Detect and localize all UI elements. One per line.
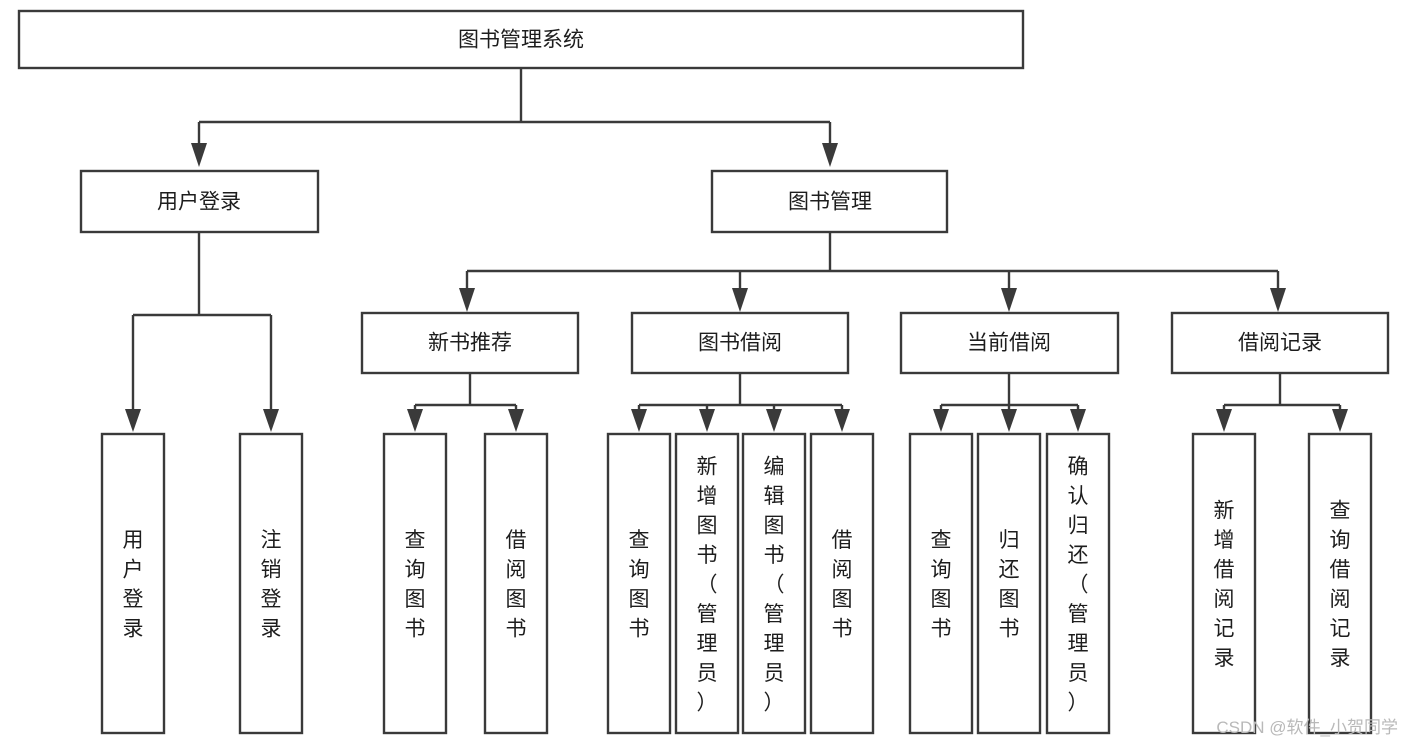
node-box[interactable]	[908, 432, 974, 735]
node-box[interactable]	[1170, 311, 1390, 375]
node-box[interactable]	[238, 432, 304, 735]
watermark: CSDN @软件_小贺同学	[1216, 718, 1398, 737]
node-book-borrow[interactable]: 图书借阅	[630, 311, 850, 375]
leaf-label: 确认归还（管理员）	[1068, 455, 1089, 714]
connector-currentborrow-to-leaves	[933, 373, 1086, 432]
leaf-label: 借阅图书	[832, 529, 853, 641]
arrow-head-icon	[191, 143, 207, 167]
node-label: 图书管理系统	[458, 29, 584, 52]
leaf-label: 新增图书（管理员）	[697, 455, 718, 714]
arrow-head-icon	[732, 288, 748, 312]
leaf-user-login-login[interactable]: 用户登录	[100, 432, 166, 735]
arrow-head-icon	[459, 288, 475, 312]
leaf-currentborrow-return-book[interactable]: 归还图书	[976, 432, 1042, 735]
node-box[interactable]	[630, 311, 850, 375]
node-box[interactable]	[674, 432, 740, 735]
node-label: 图书管理	[788, 191, 872, 214]
arrow-head-icon	[125, 409, 141, 432]
connector-bookmgmt-to-level3	[459, 232, 1286, 312]
node-box[interactable]	[483, 432, 549, 735]
arrow-head-icon	[822, 143, 838, 167]
leaf-label: 查询图书	[629, 529, 650, 641]
node-label: 新书推荐	[428, 332, 512, 355]
node-book-management[interactable]: 图书管理	[710, 169, 949, 234]
leaf-bookborrow-query-book[interactable]: 查询图书	[606, 432, 672, 735]
leaf-bookborrow-add-book[interactable]: 新增图书（管理员）	[674, 432, 740, 735]
node-new-book-recommend[interactable]: 新书推荐	[360, 311, 580, 375]
node-box[interactable]	[79, 169, 320, 234]
node-box[interactable]	[100, 432, 166, 735]
leaf-label: 查询图书	[931, 529, 952, 641]
node-root-system[interactable]: 图书管理系统	[17, 9, 1025, 70]
node-box[interactable]	[1191, 432, 1257, 735]
leaf-label: 新增借阅记录	[1214, 500, 1235, 671]
leaf-label: 注销登录	[261, 529, 282, 641]
arrow-head-icon	[1216, 409, 1232, 432]
node-box[interactable]	[741, 432, 807, 735]
node-label: 借阅记录	[1238, 332, 1322, 355]
connector-bookborrow-to-leaves	[631, 373, 850, 432]
leaf-borrowrecord-query-record[interactable]: 查询借阅记录	[1307, 432, 1373, 735]
arrow-head-icon	[1001, 409, 1017, 432]
arrow-head-icon	[1270, 288, 1286, 312]
leaf-newbook-query-book[interactable]: 查询图书	[382, 432, 448, 735]
leaf-currentborrow-query-book[interactable]: 查询图书	[908, 432, 974, 735]
leaf-currentborrow-confirm-return[interactable]: 确认归还（管理员）	[1045, 432, 1111, 735]
node-label: 用户登录	[157, 191, 241, 214]
node-borrow-record[interactable]: 借阅记录	[1170, 311, 1390, 375]
leaf-user-login-logout[interactable]: 注销登录	[238, 432, 304, 735]
node-box[interactable]	[809, 432, 875, 735]
leaf-label: 归还图书	[999, 529, 1020, 641]
node-current-borrow[interactable]: 当前借阅	[899, 311, 1120, 375]
arrow-head-icon	[631, 409, 647, 432]
node-box[interactable]	[382, 432, 448, 735]
node-box[interactable]	[606, 432, 672, 735]
node-box[interactable]	[1307, 432, 1373, 735]
arrow-head-icon	[407, 409, 423, 432]
arrow-head-icon	[933, 409, 949, 432]
arrow-head-icon	[766, 409, 782, 432]
leaf-bookborrow-edit-book[interactable]: 编辑图书（管理员）	[741, 432, 807, 735]
arrow-head-icon	[263, 409, 279, 432]
arrow-head-icon	[699, 409, 715, 432]
node-label: 图书借阅	[698, 332, 782, 355]
leaf-bookborrow-borrow-book[interactable]: 借阅图书	[809, 432, 875, 735]
connector-root-to-level2	[191, 68, 838, 167]
arrow-head-icon	[1001, 288, 1017, 312]
node-box[interactable]	[17, 9, 1025, 70]
connector-newbook-to-leaves	[407, 373, 524, 432]
node-user-login[interactable]: 用户登录	[79, 169, 320, 234]
connector-borrowrecord-to-leaves	[1216, 373, 1348, 432]
arrow-head-icon	[1070, 409, 1086, 432]
leaf-label: 查询图书	[405, 529, 426, 641]
leaf-borrowrecord-add-record[interactable]: 新增借阅记录	[1191, 432, 1257, 735]
leaf-label: 查询借阅记录	[1330, 500, 1351, 671]
node-box[interactable]	[899, 311, 1120, 375]
node-label: 当前借阅	[967, 332, 1051, 355]
leaf-newbook-borrow-book[interactable]: 借阅图书	[483, 432, 549, 735]
arrow-head-icon	[834, 409, 850, 432]
node-box[interactable]	[360, 311, 580, 375]
leaf-label: 编辑图书（管理员）	[764, 455, 785, 714]
connector-userlogin-to-leaves	[125, 232, 279, 432]
arrow-head-icon	[1332, 409, 1348, 432]
arrow-head-icon	[508, 409, 524, 432]
node-box[interactable]	[1045, 432, 1111, 735]
leaf-label: 用户登录	[123, 529, 144, 641]
node-box[interactable]	[976, 432, 1042, 735]
leaf-label: 借阅图书	[506, 529, 527, 641]
node-box[interactable]	[710, 169, 949, 234]
